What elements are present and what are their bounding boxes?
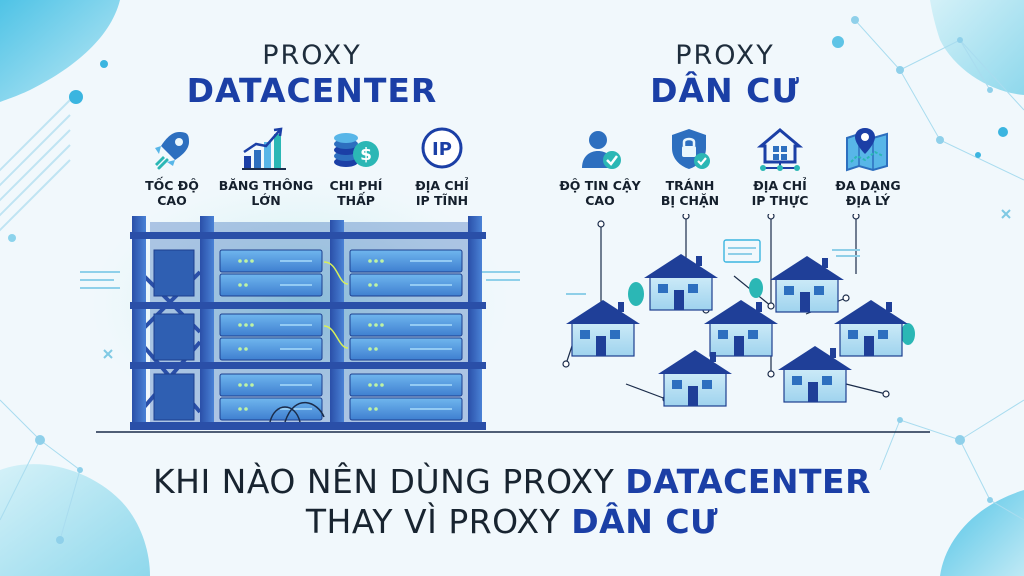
feature-label-line2: BỊ CHẶN (660, 193, 720, 208)
feature-label-line1: ĐỊA CHỈ (753, 178, 807, 193)
tagline-line-2: THAY VÌ PROXY DÂN CƯ (0, 502, 1024, 542)
server-units (153, 249, 463, 423)
tagline-line-1: KHI NÀO NÊN DÙNG PROXY DATACENTER (0, 462, 1024, 502)
feature-label-line2: LỚN (251, 193, 281, 208)
tagline-line2-highlight: DÂN CƯ (571, 502, 719, 541)
datacenter-heading: PROXY DATACENTER (172, 42, 452, 107)
house (565, 299, 641, 357)
heading-proxy-label: PROXY (675, 40, 775, 71)
feature-label-line2: ĐỊA LÝ (845, 193, 891, 208)
heading-datacenter-label: DATACENTER (186, 71, 438, 110)
feature-high-speed: TỐC ĐỘ CAO (122, 126, 222, 208)
feature-avoid-blocking: TRÁNH BỊ CHẶN (640, 126, 740, 208)
feature-label-line2: CAO (157, 193, 187, 208)
house (657, 349, 733, 407)
rocket-icon (155, 132, 189, 170)
feature-label-line2: IP TĨNH (415, 193, 469, 208)
feature-label-line1: TỐC ĐỘ (145, 178, 199, 193)
feature-label-line2: CAO (585, 193, 615, 208)
feature-static-ip: IP ĐỊA CHỈ IP TĨNH (392, 126, 492, 208)
residential-heading: PROXY DÂN CƯ (590, 42, 860, 107)
heading-residential-label: DÂN CƯ (650, 71, 800, 110)
feature-label-line1: ĐỘ TIN CẬY (559, 178, 641, 193)
feature-label-line2: THẤP (337, 193, 375, 208)
feature-label-line1: ĐỊA CHỈ (415, 178, 469, 193)
residential-network-illustration (562, 214, 915, 407)
feature-high-reliability: ĐỘ TIN CẬY CAO (550, 126, 650, 208)
feature-high-bandwidth: BĂNG THÔNG LỚN (216, 126, 316, 208)
tagline-line2-text: THAY VÌ PROXY (305, 502, 572, 541)
tagline: KHI NÀO NÊN DÙNG PROXY DATACENTER THAY V… (0, 462, 1024, 542)
svg-text:$: $ (360, 145, 372, 165)
house (833, 299, 909, 357)
user-check-icon (582, 131, 621, 169)
data-card (723, 239, 761, 263)
feature-label-line1: BĂNG THÔNG (218, 178, 314, 193)
server-rack-illustration (80, 216, 520, 430)
bar-chart-icon (242, 127, 286, 170)
coins-dollar-icon: $ (334, 133, 379, 167)
feature-label-line1: TRÁNH (665, 178, 715, 193)
ip-badge-icon: IP (421, 127, 463, 169)
feature-low-cost: $ CHI PHÍ THẤP (306, 126, 406, 208)
shield-lock-icon (672, 129, 710, 169)
feature-label-line1: CHI PHÍ (329, 178, 383, 193)
house (769, 255, 845, 313)
feature-geo-diversity: ĐA DẠNG ĐỊA LÝ (818, 126, 918, 208)
house (703, 299, 779, 357)
feature-real-ip: ĐỊA CHỈ IP THỰC (730, 126, 830, 208)
tagline-line1-text: KHI NÀO NÊN DÙNG PROXY (153, 462, 626, 501)
feature-label-line2: IP THỰC (751, 193, 809, 208)
feature-label-line1: ĐA DẠNG (835, 178, 901, 193)
heading-proxy-label: PROXY (262, 40, 362, 71)
house-network-icon (756, 128, 804, 171)
tagline-line1-highlight: DATACENTER (625, 462, 871, 501)
map-pin-icon (846, 128, 888, 172)
house (643, 253, 719, 311)
ip-badge-text: IP (432, 139, 452, 160)
